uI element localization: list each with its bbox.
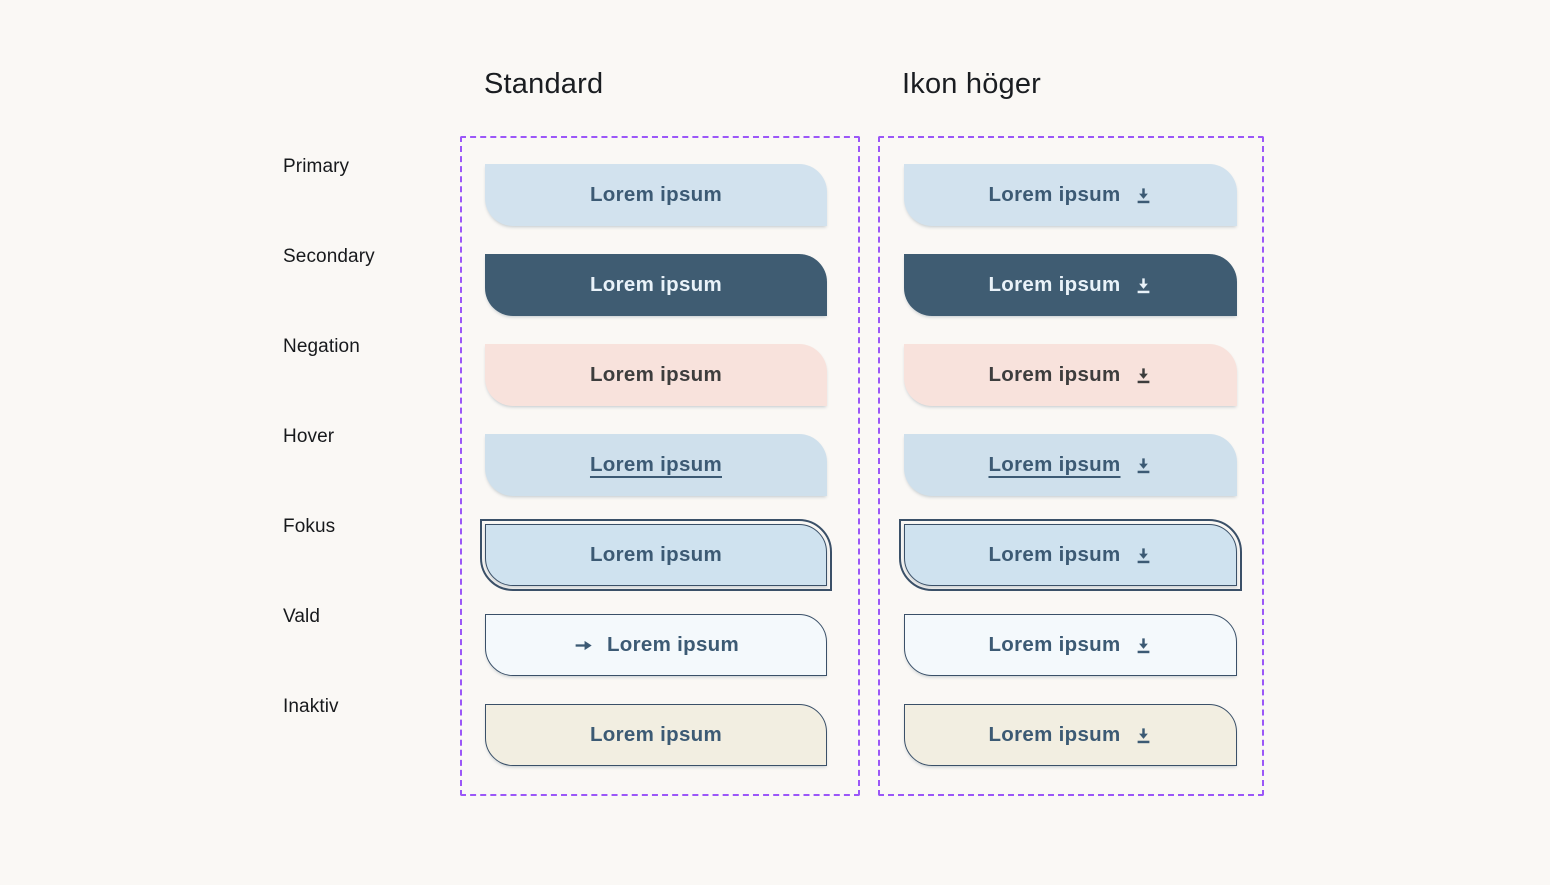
button-label: Lorem ipsum: [589, 273, 722, 296]
row-label-inaktiv: Inaktiv: [283, 696, 339, 717]
button-secondary-icon-right[interactable]: Lorem ipsum: [904, 254, 1237, 316]
arrow-right-icon: [573, 635, 594, 656]
button-primary-icon-right[interactable]: Lorem ipsum: [904, 164, 1237, 226]
row-label-vald: Vald: [283, 606, 321, 627]
button-label: Lorem ipsum: [988, 183, 1121, 206]
button-label: Lorem ipsum: [589, 453, 722, 476]
button-label: Lorem ipsum: [988, 453, 1121, 476]
button-hover-icon-right[interactable]: Lorem ipsum: [904, 434, 1237, 496]
button-label: Lorem ipsum: [988, 633, 1121, 656]
row-label-fokus: Fokus: [283, 516, 336, 537]
button-label: Lorem ipsum: [988, 723, 1121, 746]
component-set-standard: Lorem ipsum Lorem ipsum Lorem ipsum Lore…: [460, 136, 860, 796]
button-fokus-icon-right[interactable]: Lorem ipsum: [899, 519, 1242, 591]
button-fokus-standard[interactable]: Lorem ipsum: [480, 519, 832, 591]
row-label-secondary: Secondary: [283, 246, 375, 267]
button-label: Lorem ipsum: [988, 543, 1121, 566]
column-title-icon-right: Ikon höger: [902, 68, 1042, 100]
button-label: Lorem ipsum: [589, 723, 722, 746]
download-icon: [1134, 276, 1153, 295]
button-hover-standard[interactable]: Lorem ipsum: [485, 434, 827, 496]
button-label: Lorem ipsum: [589, 183, 722, 206]
column-title-standard: Standard: [484, 68, 604, 100]
button-vald-standard[interactable]: Lorem ipsum: [485, 614, 827, 676]
download-icon: [1134, 546, 1153, 565]
button-label: Lorem ipsum: [988, 273, 1121, 296]
download-icon: [1134, 456, 1153, 475]
button-inaktiv-standard[interactable]: Lorem ipsum: [485, 704, 827, 766]
row-labels-column: Primary Secondary Negation Hover Fokus V…: [283, 136, 375, 738]
button-label: Lorem ipsum: [988, 363, 1121, 386]
download-icon: [1134, 186, 1153, 205]
button-negation-icon-right[interactable]: Lorem ipsum: [904, 344, 1237, 406]
button-inaktiv-icon-right[interactable]: Lorem ipsum: [904, 704, 1237, 766]
button-label: Lorem ipsum: [589, 363, 722, 386]
download-icon: [1134, 366, 1153, 385]
button-secondary-standard[interactable]: Lorem ipsum: [485, 254, 827, 316]
row-label-negation: Negation: [283, 336, 360, 357]
download-icon: [1134, 636, 1153, 655]
download-icon: [1134, 726, 1153, 745]
component-set-icon-right: Lorem ipsum Lorem ipsum Lorem ipsum: [878, 136, 1264, 796]
button-vald-icon-right[interactable]: Lorem ipsum: [904, 614, 1237, 676]
button-label: Lorem ipsum: [606, 633, 739, 656]
button-primary-standard[interactable]: Lorem ipsum: [485, 164, 827, 226]
row-label-hover: Hover: [283, 426, 335, 447]
button-negation-standard[interactable]: Lorem ipsum: [485, 344, 827, 406]
button-label: Lorem ipsum: [589, 543, 722, 566]
row-label-primary: Primary: [283, 156, 350, 177]
